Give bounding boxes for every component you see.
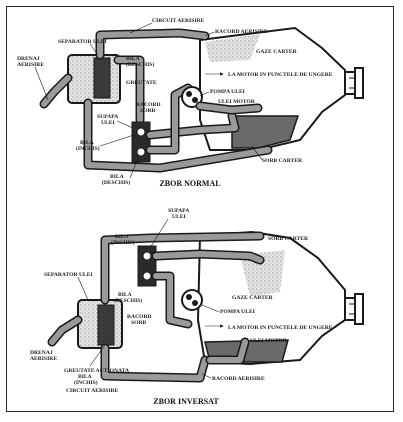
label-bila-deschis-3: (DESCHIS) xyxy=(114,297,142,304)
label-gaze-carter-2: GAZE CARTER xyxy=(232,295,274,301)
propeller-hub xyxy=(344,67,364,99)
label-circuit-aerisire-2: CIRCUIT AERISIRE xyxy=(66,388,119,394)
label-pompa-ulei-2: POMPA ULEI xyxy=(220,309,255,315)
label-supapa-2: SUPAPA xyxy=(168,208,189,214)
label-bila-5: BILA xyxy=(118,292,132,298)
label-sorb-carter-2: SORB CARTER xyxy=(268,236,309,242)
label-bila-4: BILA xyxy=(115,234,129,240)
label-racord-aerisire-2: RACORD AERISIRE xyxy=(212,376,265,382)
crankcase-gas-area xyxy=(205,34,260,62)
label-greutate-actionata: GREUTATE ACTIONATA xyxy=(64,368,129,374)
label-racord-sorb-4: SORB xyxy=(131,320,147,326)
separator-core xyxy=(93,57,111,99)
label-bila-2: BILA xyxy=(80,140,94,146)
diagram-inverted: SUPAPA ULEI BILA (INCHIS) SORB CARTER SE… xyxy=(30,208,364,406)
label-supapa-ulei-2: ULEI xyxy=(172,214,186,220)
crankcase-body-inverted xyxy=(196,230,346,366)
label-bila-inchis-3: (INCHIS) xyxy=(74,379,98,386)
label-supapa: SUPAPA xyxy=(97,114,118,120)
label-racord-sorb: RACORD xyxy=(136,102,161,108)
label-drenaj-aerisire-2: AERISIRE xyxy=(30,356,57,362)
valve-feed-pipe xyxy=(113,55,145,125)
label-bila-deschis: (DESCHIS) xyxy=(126,61,154,68)
label-bila-3: BILA xyxy=(110,174,124,180)
propeller-hub-inverted xyxy=(344,293,364,325)
label-supapa-ulei: ULEI xyxy=(101,120,115,126)
label-bila-deschis-2: (DESCHIS) xyxy=(102,179,130,186)
label-racord-sorb-2: SORB xyxy=(140,108,156,114)
label-sorb-carter: SORB CARTER xyxy=(262,158,303,164)
separator-core-inverted xyxy=(97,304,115,346)
crankcase-gas-area-inverted xyxy=(240,250,285,296)
label-greutate: GREUTATE xyxy=(126,80,157,86)
ball-open-inverted xyxy=(142,271,152,281)
label-drenaj-2: DRENAJ xyxy=(30,350,53,356)
label-bila-inchis-2: (INCHIS) xyxy=(111,239,135,246)
title-zbor-normal: ZBOR NORMAL xyxy=(159,179,220,188)
ball-open xyxy=(136,147,146,157)
label-drenaj: DRENAJ xyxy=(17,56,40,62)
label-drenaj-aerisire: AERISIRE xyxy=(17,62,44,68)
ball-closed xyxy=(136,127,146,137)
label-gaze-carter: GAZE CARTER xyxy=(256,49,298,55)
label-pompa-ulei: POMPA ULEI xyxy=(210,89,245,95)
label-bila-inchis: (INCHIS) xyxy=(76,145,100,152)
label-la-motor-2: LA MOTOR IN PUNCTELE DE UNGERE xyxy=(228,325,333,331)
label-bila: BILA xyxy=(126,56,140,62)
label-separator-ulei: SEPARATOR ULEI xyxy=(58,39,107,45)
oil-sump xyxy=(231,115,300,149)
label-ulei-motor: ULEI MOTOR xyxy=(218,99,256,105)
label-separator-ulei-2: SEPARATOR ULEI xyxy=(44,272,93,278)
label-racord-aerisire: RACORD AERISIRE xyxy=(215,29,268,35)
title-zbor-inversat: ZBOR INVERSAT xyxy=(153,397,219,406)
label-la-motor: LA MOTOR IN PUNCTELE DE UNGERE xyxy=(228,72,333,78)
label-ulei-motor-2: ULEI MOTOR xyxy=(250,338,288,344)
label-racord-sorb-3: RACORD xyxy=(127,314,152,320)
diagram-normal: CIRCUIT AERISIRE RACORD AERISIRE SEPARAT… xyxy=(17,18,364,188)
label-circuit-aerisire: CIRCUIT AERISIRE xyxy=(152,18,205,24)
label-bila-6: BILA xyxy=(78,374,92,380)
ball-closed-inverted xyxy=(142,251,152,261)
oil-pump-inverted xyxy=(181,289,203,311)
